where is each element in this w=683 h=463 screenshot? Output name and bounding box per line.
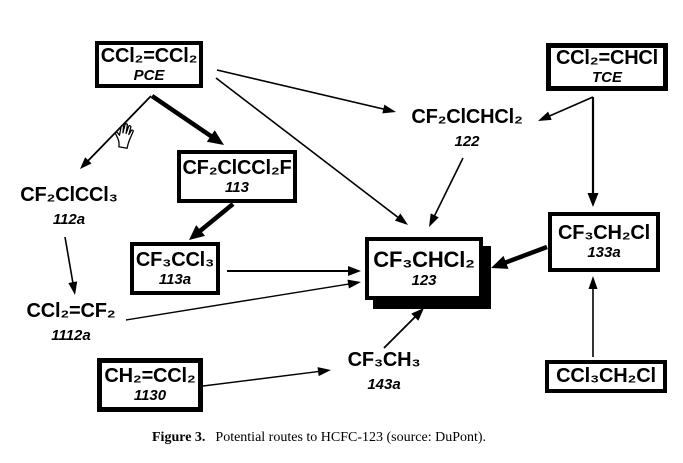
edge-113a-123 (227, 266, 361, 276)
node-122-formula: CF₂ClCHCl₂ (411, 106, 523, 128)
node-1130: CH₂=CCl₂ 1130 (97, 358, 203, 412)
node-133a-code: 133a (587, 244, 621, 261)
node-113a-formula: CF₃CCl₃ (135, 248, 215, 271)
node-tce: CCl₂=CHCl TCE (546, 43, 668, 91)
node-113a: CF₃CCl₃ 113a (130, 242, 220, 295)
node-tce-code: TCE (592, 69, 622, 86)
edge-ccl3ch2cl-133a (588, 276, 598, 357)
node-1112a-code: 1112a (51, 327, 91, 344)
node-113: CF₂ClCCl₂F 113 (177, 150, 297, 203)
hand-cursor-icon (114, 123, 134, 149)
node-112a-formula: CF₂ClCCl₃ (20, 184, 118, 206)
edge-143a-123 (383, 308, 424, 349)
node-pce-formula: CCl₂=CCl₂ (100, 44, 198, 67)
edge-112a-1112a (64, 236, 78, 295)
node-122-code: 122 (454, 133, 480, 150)
node-133a: CF₃CH₂Cl 133a (548, 212, 660, 272)
edge-1130-143a (202, 367, 331, 387)
edge-122-123 (429, 157, 464, 227)
edge-tce-133a (587, 97, 599, 207)
node-ccl3ch2cl-formula: CCl₃CH₂Cl (556, 365, 656, 387)
node-143a-formula: CF₃CH₃ (347, 349, 421, 371)
edge-133a-123 (491, 244, 548, 269)
node-1112a-formula: CCl₂=CF₂ (26, 300, 116, 322)
node-143a-code: 143a (367, 376, 401, 393)
node-113-code: 113 (225, 178, 249, 196)
node-1112a: CCl₂=CF₂ 1112a (18, 300, 124, 344)
edge-pce-113 (150, 94, 224, 145)
node-143a: CF₃CH₃ 143a (336, 349, 432, 393)
node-112a: CF₂ClCCl₃ 112a (10, 184, 128, 228)
node-123: CF₃CHCl₂ 123 (365, 237, 483, 300)
node-tce-formula: CCl₂=CHCl (555, 47, 659, 69)
node-123-formula: CF₃CHCl₂ (373, 247, 475, 272)
node-pce-code: PCE (133, 66, 165, 84)
node-122: CF₂ClCHCl₂ 122 (408, 106, 526, 150)
node-1130-formula: CH₂=CCl₂ (104, 365, 196, 387)
node-pce: CCl₂=CCl₂ PCE (95, 41, 203, 88)
figure-caption-label: Figure 3. (152, 430, 206, 445)
node-133a-formula: CF₃CH₂Cl (557, 222, 651, 244)
node-1130-code: 1130 (133, 387, 167, 404)
figure-caption: Figure 3. Potential routes to HCFC-123 (s… (152, 430, 486, 446)
node-112a-code: 112a (52, 211, 86, 228)
node-113-formula: CF₂ClCCl₂F (182, 156, 292, 179)
edge-tce-122 (538, 96, 594, 121)
figure-caption-text: Potential routes to HCFC-123 (source: Du… (215, 430, 487, 445)
node-ccl3ch2cl: CCl₃CH₂Cl (545, 360, 667, 393)
edge-113-113a (189, 202, 235, 240)
edge-pce-122 (216, 69, 396, 114)
node-123-code: 123 (411, 272, 437, 289)
node-113a-code: 113a (158, 270, 192, 288)
